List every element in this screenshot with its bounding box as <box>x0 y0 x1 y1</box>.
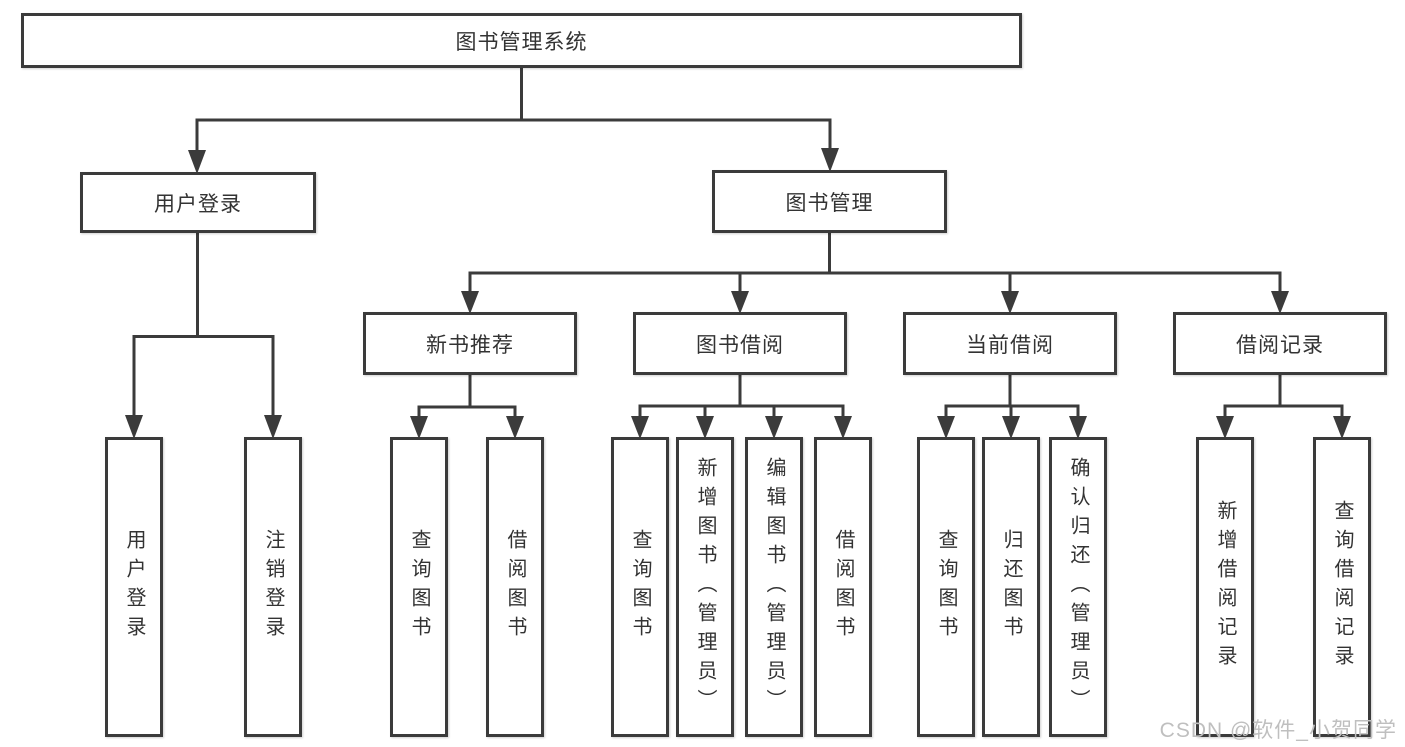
leaf-records-add-record-label: 新增借阅记录 <box>1214 500 1236 674</box>
node-current-borrow-label: 当前借阅 <box>966 333 1054 357</box>
leaf-newbook-borrow-books-label: 借阅图书 <box>504 529 526 645</box>
leaf-user-login-label: 用户登录 <box>123 529 145 645</box>
leaf-records-query-record: 查询借阅记录 <box>1313 437 1371 737</box>
node-borrow-records-label: 借阅记录 <box>1236 333 1324 357</box>
leaf-newbook-borrow-books: 借阅图书 <box>486 437 544 737</box>
leaf-borrow-add-books-admin-label: 新增图书（管理员） <box>694 456 716 718</box>
node-new-book-recommend-label: 新书推荐 <box>426 333 514 357</box>
node-book-borrow: 图书借阅 <box>633 312 847 375</box>
leaf-user-login: 用户登录 <box>105 437 163 737</box>
node-current-borrow: 当前借阅 <box>903 312 1117 375</box>
leaf-borrow-borrow-books-label: 借阅图书 <box>832 529 854 645</box>
leaf-user-logout: 注销登录 <box>244 437 302 737</box>
leaf-newbook-query-books-label: 查询图书 <box>408 529 430 645</box>
node-user-login: 用户登录 <box>80 172 316 233</box>
node-library-system-label: 图书管理系统 <box>455 30 588 54</box>
node-book-borrow-label: 图书借阅 <box>696 333 784 357</box>
leaf-current-return-books: 归还图书 <box>982 437 1040 737</box>
node-library-system: 图书管理系统 <box>21 13 1022 68</box>
leaf-records-query-record-label: 查询借阅记录 <box>1331 500 1353 674</box>
leaf-records-add-record: 新增借阅记录 <box>1196 437 1254 737</box>
node-borrow-records: 借阅记录 <box>1173 312 1387 375</box>
leaf-newbook-query-books: 查询图书 <box>390 437 448 737</box>
leaf-current-query-books: 查询图书 <box>917 437 975 737</box>
leaf-borrow-edit-books-admin: 编辑图书（管理员） <box>745 437 803 737</box>
leaf-current-return-books-label: 归还图书 <box>1000 529 1022 645</box>
node-book-management: 图书管理 <box>712 170 947 233</box>
leaf-borrow-query-books-label: 查询图书 <box>629 529 651 645</box>
node-user-login-label: 用户登录 <box>154 192 242 216</box>
leaf-current-confirm-return-admin: 确认归还（管理员） <box>1049 437 1107 737</box>
leaf-borrow-borrow-books: 借阅图书 <box>814 437 872 737</box>
leaf-user-logout-label: 注销登录 <box>262 529 284 645</box>
leaf-current-confirm-return-admin-label: 确认归还（管理员） <box>1067 456 1089 718</box>
node-book-management-label: 图书管理 <box>785 191 874 215</box>
leaf-current-query-books-label: 查询图书 <box>935 529 957 645</box>
leaf-borrow-edit-books-admin-label: 编辑图书（管理员） <box>763 456 785 718</box>
node-new-book-recommend: 新书推荐 <box>363 312 577 375</box>
leaf-borrow-query-books: 查询图书 <box>611 437 669 737</box>
leaf-borrow-add-books-admin: 新增图书（管理员） <box>676 437 734 737</box>
